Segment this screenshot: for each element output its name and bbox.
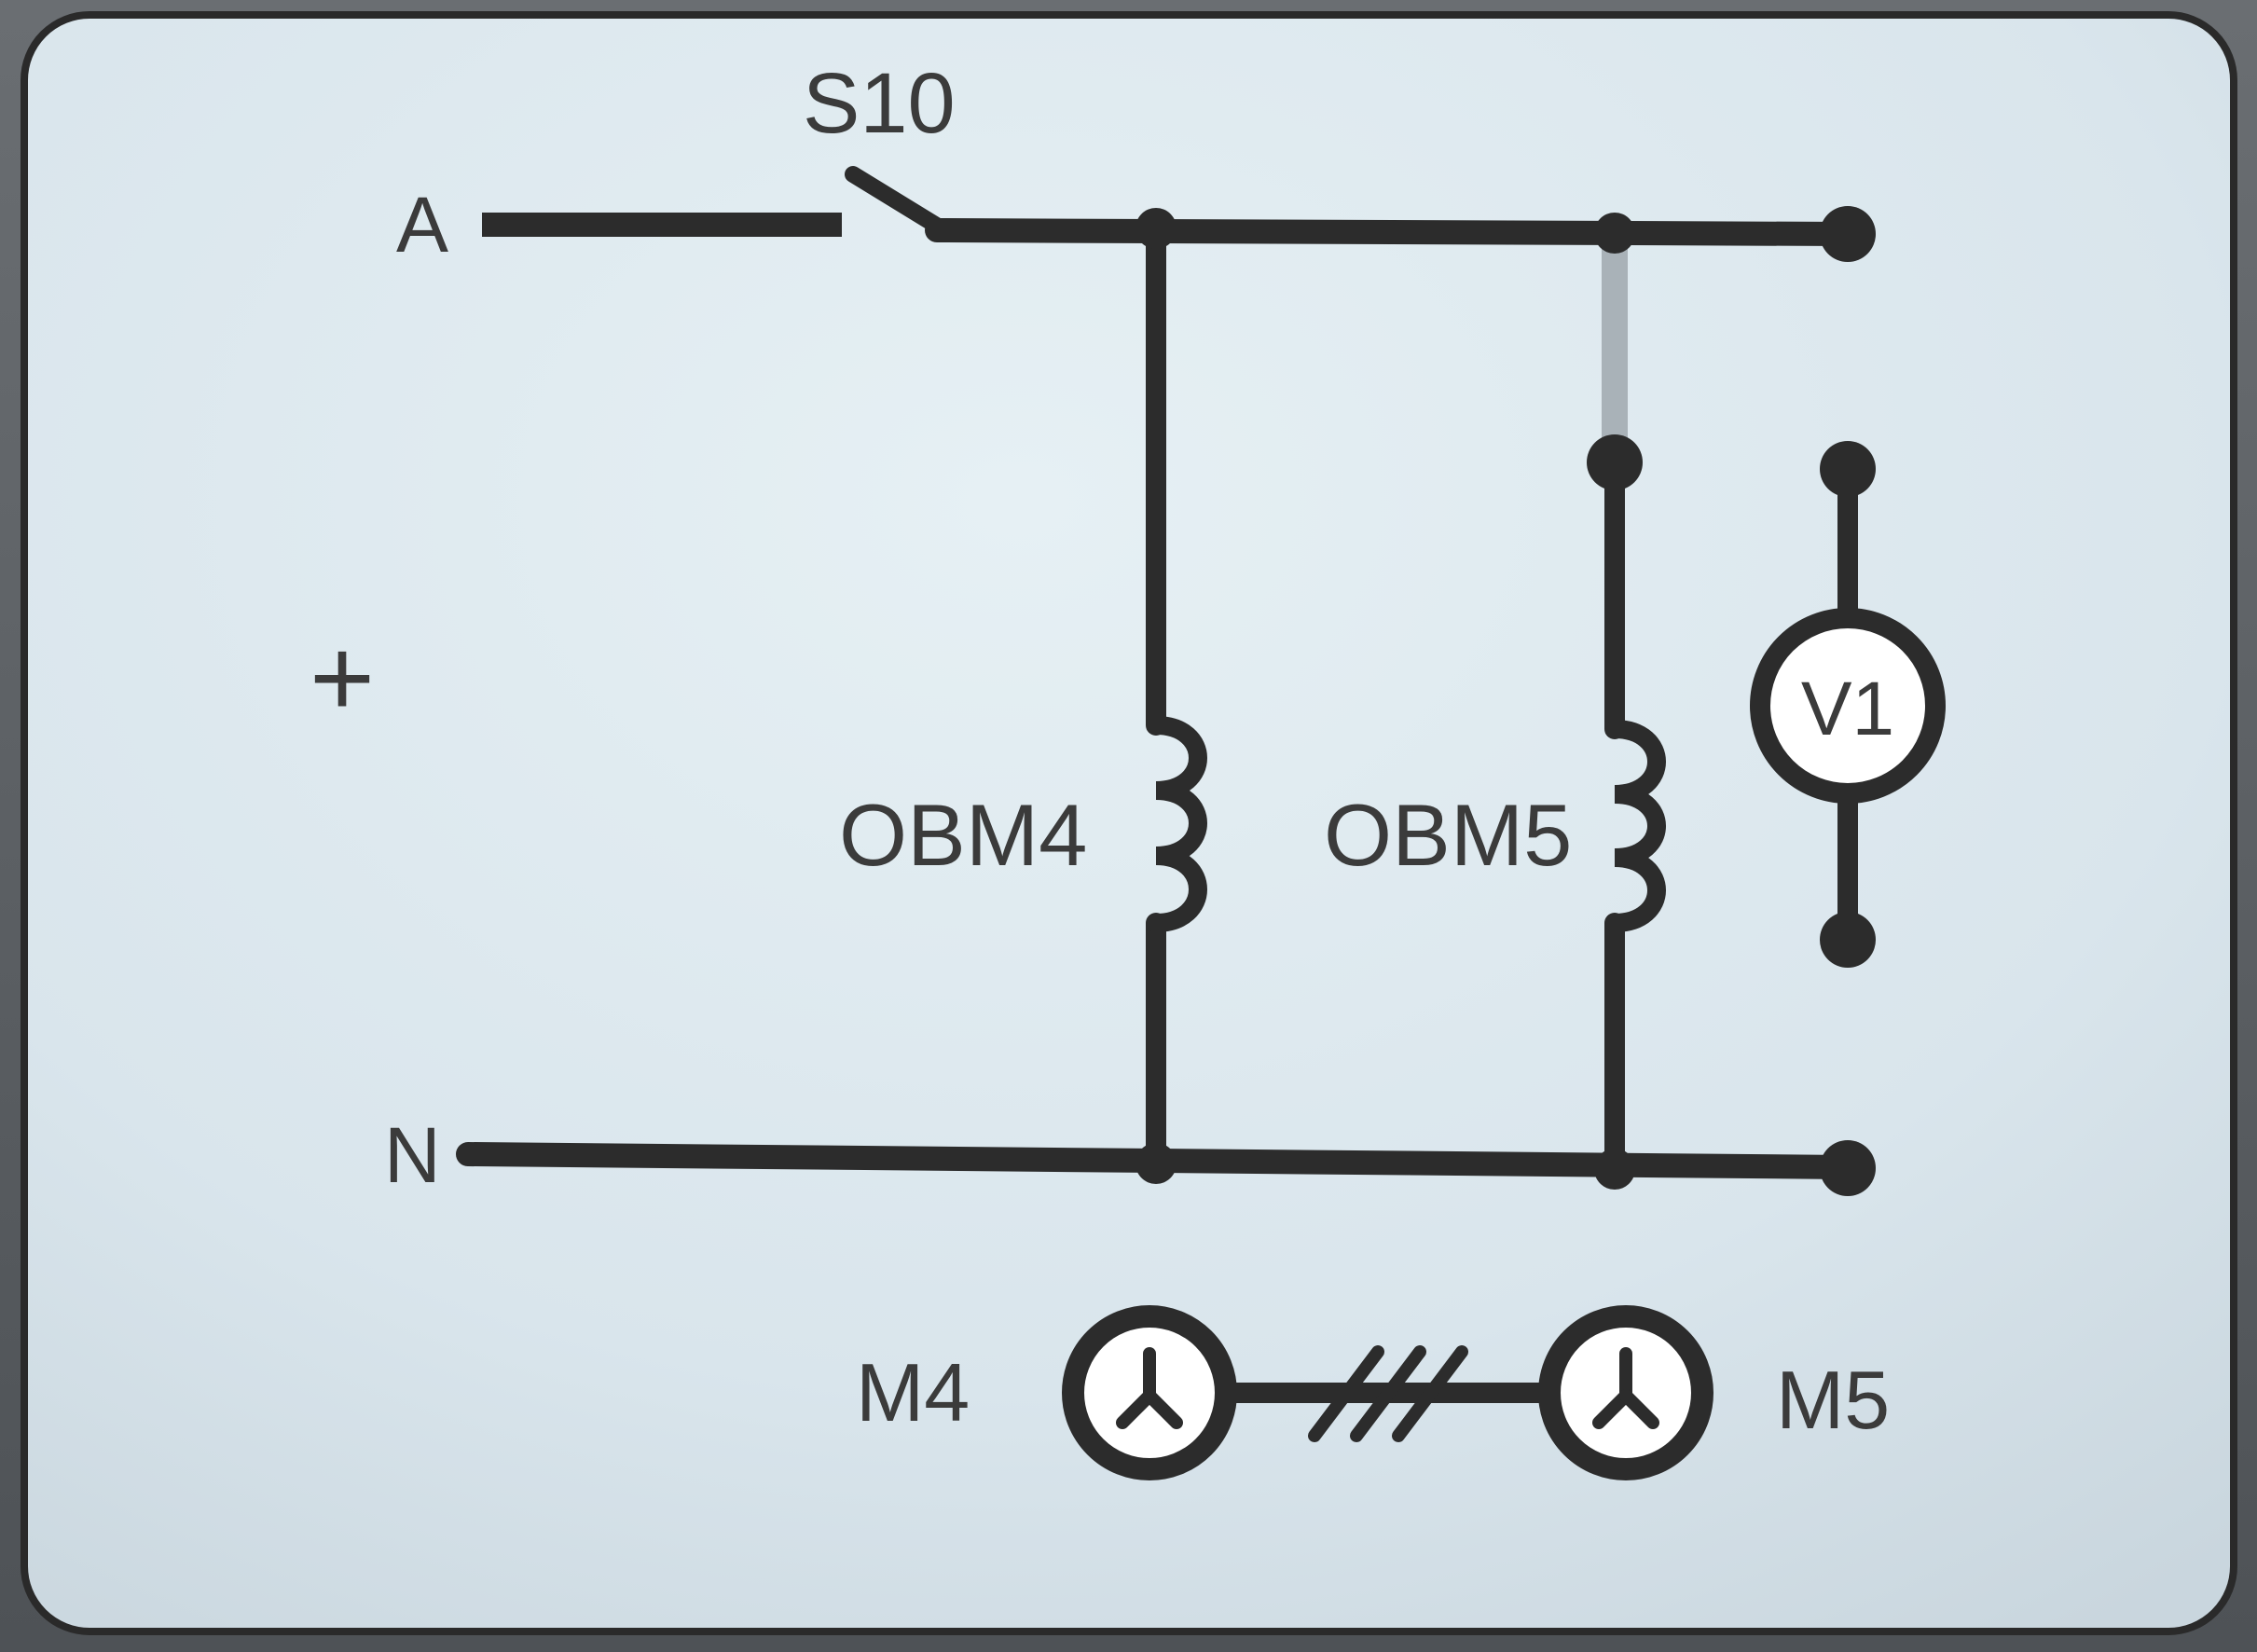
polarity-plus-label: + (310, 615, 375, 740)
terminal-n-output[interactable] (1820, 1140, 1876, 1196)
junction-obm5-bottom (1594, 1149, 1635, 1190)
motor-m4-label: M4 (856, 1346, 970, 1439)
coupling-hatch-1 (1308, 1345, 1384, 1442)
junction-obm5-top (1594, 213, 1635, 254)
switch-s10-label: S10 (803, 56, 956, 151)
panel-border (21, 11, 2237, 1635)
obm4-coil (1147, 716, 1207, 932)
coil-obm5-label: OBM5 (1324, 786, 1572, 884)
line-a-label: A (396, 181, 448, 268)
motor-m5-label: M5 (1776, 1354, 1890, 1446)
line-n-label: N (384, 1111, 441, 1199)
coupling-hatch-2 (1350, 1345, 1426, 1442)
switch-s10-blade (845, 166, 948, 236)
coupling-hatch-3 (1392, 1345, 1468, 1442)
terminal-obm5-input[interactable] (1587, 434, 1643, 490)
motor-m4-star-icon (1116, 1347, 1183, 1429)
voltmeter-v1-label: V1 (1801, 667, 1894, 751)
coil-obm4-label: OBM4 (839, 786, 1087, 884)
terminal-voltmeter-bottom[interactable] (1820, 912, 1876, 968)
motor-m5-star-icon (1592, 1347, 1659, 1429)
line-a-bus-wire (925, 218, 1860, 246)
voltmeter-v1 (1750, 608, 1946, 804)
obm5-coil (1605, 720, 1666, 932)
junction-obm4-top (1135, 208, 1177, 249)
junction-obm4-bottom (1135, 1143, 1177, 1184)
terminal-a-output[interactable] (1820, 206, 1876, 262)
terminal-voltmeter-top[interactable] (1820, 441, 1876, 497)
